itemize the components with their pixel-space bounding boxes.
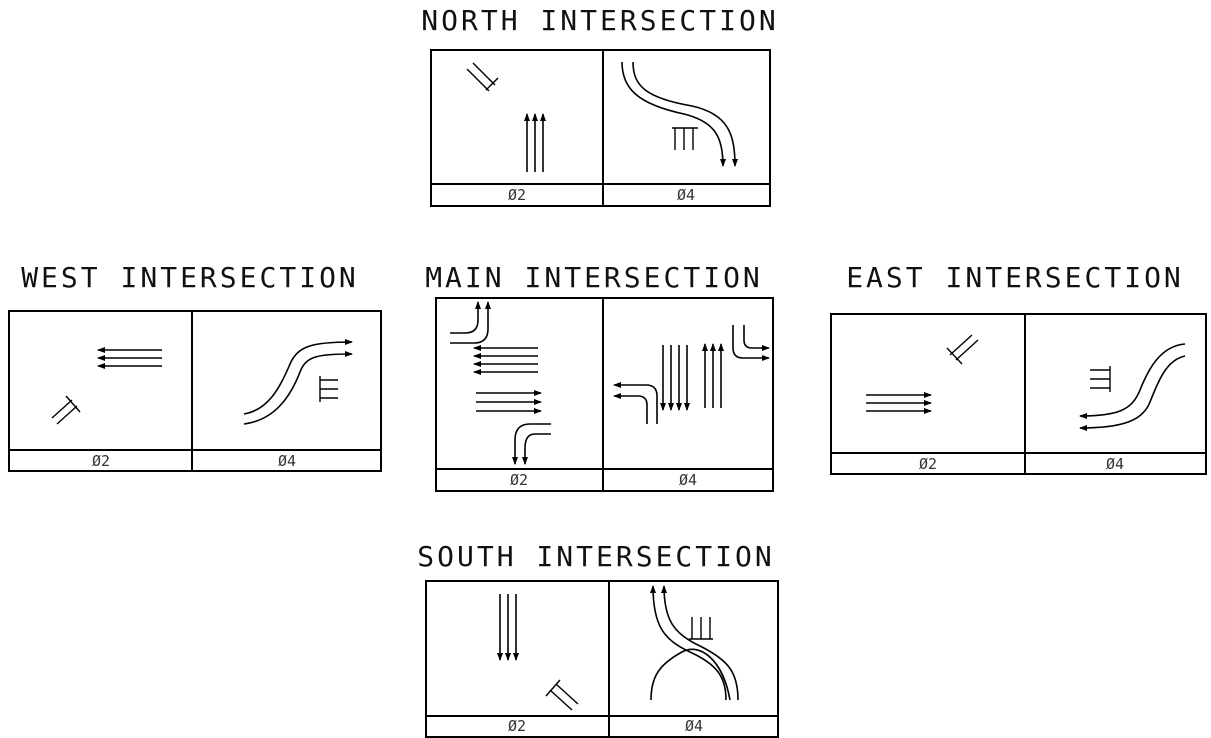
west-title: WEST INTERSECTION	[21, 261, 359, 294]
northbound-through-arrows-icon	[702, 343, 724, 408]
westbound-through-arrows-icon	[97, 347, 162, 369]
south-title: SOUTH INTERSECTION	[417, 540, 774, 573]
south-phase-4-movements	[651, 585, 739, 700]
pedestrian-crossing-icon	[672, 127, 698, 150]
east-intersection: EAST INTERSECTION Ø2 Ø4	[830, 261, 1207, 475]
north-phase-2-label: Ø2	[508, 186, 526, 204]
main-phase-4-movements	[613, 325, 770, 424]
pedestrian-crossing-icon	[466, 62, 499, 92]
westbound-through-arrows-icon	[473, 345, 538, 375]
pedestrian-crossing-icon	[545, 679, 579, 711]
northbound-left-turn-arrows-icon	[450, 301, 491, 344]
west-phase-4-label: Ø4	[278, 452, 296, 470]
south-phase-2-label: Ø2	[508, 717, 526, 735]
east-title: EAST INTERSECTION	[846, 261, 1184, 294]
pedestrian-crossing-icon	[319, 376, 338, 402]
north-phase-4-movements	[621, 61, 738, 167]
east-phase-2-movements	[866, 334, 979, 414]
south-phase-2-movements	[497, 594, 579, 711]
pedestrian-crossing-icon	[51, 395, 81, 425]
southbound-through-arrows-icon	[660, 345, 690, 411]
eastbound-through-arrows-icon	[866, 392, 932, 414]
southbound-curve-arrows-icon	[621, 61, 738, 167]
east-phase-table	[830, 313, 1207, 475]
west-phase-2-movements	[51, 347, 162, 425]
pedestrian-crossing-icon	[1090, 366, 1111, 392]
west-phase-2-label: Ø2	[92, 452, 110, 470]
northbound-through-arrows-icon	[524, 113, 546, 172]
northbound-curve-arrows-icon	[651, 585, 739, 700]
north-title: NORTH INTERSECTION	[421, 4, 778, 37]
west-phase-table	[8, 310, 382, 472]
east-phase-4-label: Ø4	[1106, 455, 1124, 473]
pedestrian-crossing-icon	[946, 334, 979, 365]
west-phase-4-movements	[243, 339, 353, 425]
south-intersection: SOUTH INTERSECTION Ø2 Ø4	[417, 540, 779, 738]
north-phase-2-movements	[466, 62, 546, 172]
westbound-left-turn-arrows-icon	[613, 382, 658, 424]
north-intersection: NORTH INTERSECTION Ø2 Ø4	[421, 4, 778, 207]
main-phase-2-label: Ø2	[510, 471, 528, 489]
east-phase-4-movements	[1079, 343, 1186, 431]
south-phase-4-label: Ø4	[685, 717, 703, 735]
main-phase-2-movements	[450, 301, 551, 465]
north-phase-table	[430, 49, 771, 207]
westbound-curve-arrows-icon	[1079, 343, 1186, 431]
main-intersection: MAIN INTERSECTION Ø2 Ø4	[425, 261, 774, 492]
main-phase-table	[435, 297, 774, 492]
north-phase-4-label: Ø4	[677, 186, 695, 204]
eastbound-right-turn-arrows-icon	[732, 325, 770, 361]
southbound-left-turn-arrows-icon	[512, 423, 551, 465]
east-phase-2-label: Ø2	[919, 455, 937, 473]
west-intersection: WEST INTERSECTION Ø2 Ø4	[8, 261, 382, 472]
pedestrian-crossing-icon	[689, 617, 713, 640]
south-phase-table	[425, 580, 779, 738]
southbound-through-arrows-icon	[497, 594, 519, 661]
main-title: MAIN INTERSECTION	[425, 261, 763, 294]
eastbound-through-arrows-icon	[476, 390, 542, 414]
main-phase-4-label: Ø4	[679, 471, 697, 489]
eastbound-curve-arrows-icon	[243, 339, 353, 425]
